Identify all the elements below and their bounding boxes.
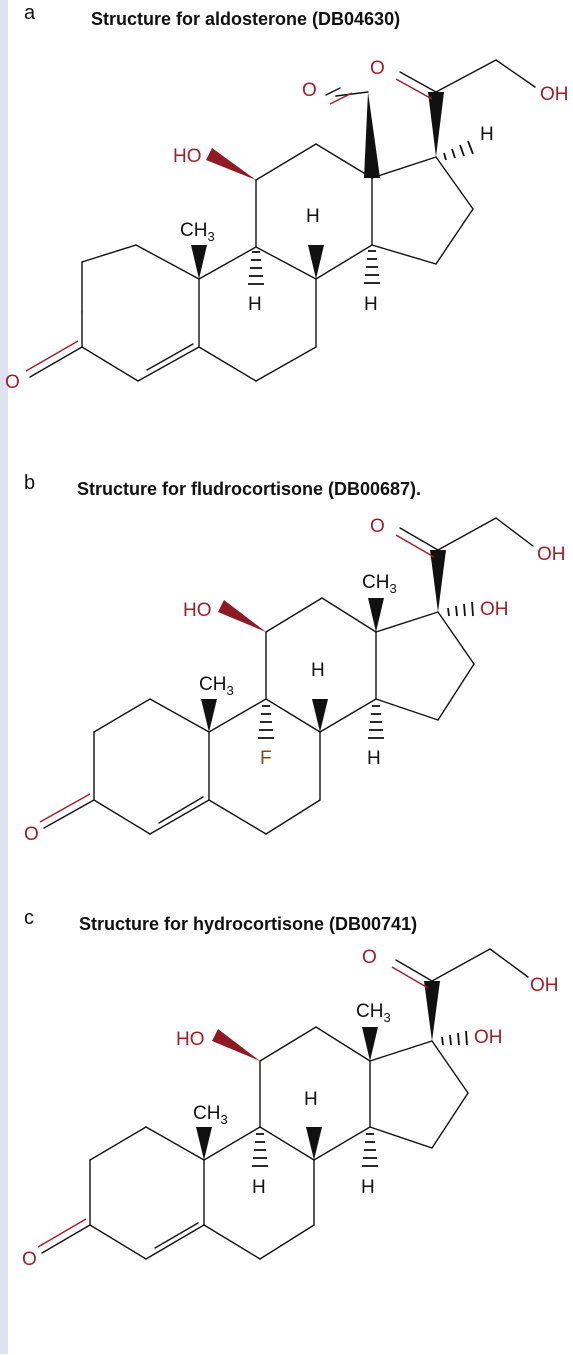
c8-hydrogen-label: H bbox=[306, 206, 320, 227]
c19-methyl-label: CH3 bbox=[180, 220, 215, 244]
c14-hydrogen-hash bbox=[368, 705, 384, 739]
c9-fluorine-label: F bbox=[260, 748, 272, 769]
c8-hydrogen-label: H bbox=[304, 1089, 318, 1110]
c18-methyl-label: CH3 bbox=[356, 1001, 391, 1025]
c19-methyl-label: CH3 bbox=[199, 674, 234, 698]
panel-letter: b bbox=[24, 472, 36, 494]
c19-methyl-wedge bbox=[196, 1127, 212, 1160]
c11-hydroxyl-label: HO bbox=[176, 1029, 205, 1050]
ring-d-bonds bbox=[371, 156, 474, 265]
c14-hydrogen-label: H bbox=[361, 1177, 375, 1198]
fludrocortisone-structure: O CH3 HO H F H CH3 O OH bbox=[24, 516, 566, 845]
panel-fludrocortisone: b Structure for fludrocortisone (DB00687… bbox=[0, 470, 573, 920]
ring-a-bonds bbox=[93, 698, 210, 835]
ring-b-bonds bbox=[198, 246, 317, 382]
c9-hydrogen-hash bbox=[252, 1133, 268, 1167]
ring-c-bonds bbox=[259, 1026, 371, 1161]
c11-hydroxyl-label: HO bbox=[173, 146, 202, 167]
c11-hydroxyl-wedge bbox=[212, 1029, 260, 1061]
c14-hydrogen-label: H bbox=[364, 294, 378, 315]
c17-hydrogen-label: H bbox=[480, 124, 494, 145]
c17-side-chain-wedge bbox=[424, 981, 440, 1041]
c20-oxygen-label: O bbox=[370, 516, 385, 537]
ring-b-bonds bbox=[203, 1126, 315, 1260]
c18-methyl-label: CH3 bbox=[362, 572, 397, 596]
c8-hydrogen-wedge bbox=[312, 699, 328, 732]
panel-aldosterone: a Structure for aldosterone (DB04630) bbox=[0, 0, 573, 450]
c21-hydroxyl-label: OH bbox=[537, 544, 566, 565]
c19-methyl-wedge bbox=[191, 245, 207, 279]
c19-methyl-wedge bbox=[201, 699, 217, 732]
c20-oxygen-label: O bbox=[370, 58, 385, 79]
c18-methyl-wedge bbox=[368, 598, 384, 632]
ring-a-bonds bbox=[81, 244, 200, 382]
c11-hydroxyl-wedge bbox=[218, 600, 266, 632]
c17-side-chain-wedge bbox=[428, 92, 444, 157]
ring-a-bonds bbox=[89, 1126, 205, 1260]
c9-hydrogen-label: H bbox=[248, 294, 262, 315]
c11-hydroxyl-wedge bbox=[206, 148, 256, 180]
c18-aldehyde-wedge bbox=[364, 92, 380, 178]
ring-d-bonds bbox=[375, 611, 475, 721]
c14-hydrogen-label: H bbox=[367, 748, 381, 769]
c17-hydroxyl-hash bbox=[447, 601, 474, 617]
ring-c-bonds bbox=[255, 143, 373, 280]
panel-letter: a bbox=[24, 2, 36, 24]
c3-carbonyl-bond bbox=[29, 346, 83, 378]
panel-title: Structure for fludrocortisone (DB00687). bbox=[77, 479, 422, 499]
c3-oxygen-label: O bbox=[24, 824, 39, 845]
c8-hydrogen-wedge bbox=[306, 1127, 322, 1160]
c8-hydrogen-label: H bbox=[311, 660, 325, 681]
c18-methyl-wedge bbox=[362, 1027, 378, 1061]
ring-c-bonds bbox=[265, 597, 377, 733]
c17-hydroxyl-hash bbox=[441, 1030, 468, 1046]
ring-d-bonds bbox=[369, 1040, 469, 1149]
panel-title: Structure for aldosterone (DB04630) bbox=[91, 9, 401, 29]
c9-hydrogen-hash bbox=[248, 251, 264, 285]
c20-oxygen-label: O bbox=[362, 947, 377, 968]
c21-hydroxyl-label: OH bbox=[530, 975, 559, 996]
c19-methyl-label: CH3 bbox=[193, 1103, 228, 1127]
aldosterone-structure: O CH3 HO H H H O bbox=[5, 58, 569, 393]
c9-fluorine-hash bbox=[258, 705, 274, 739]
c8-hydrogen-wedge bbox=[308, 245, 324, 279]
ring-b-bonds bbox=[208, 698, 321, 835]
c3-oxygen-label: O bbox=[5, 372, 20, 393]
c17-hydrogen-hash bbox=[443, 140, 474, 161]
panel-hydrocortisone: c Structure for hydrocortisone (DB00741) bbox=[0, 905, 573, 1355]
c11-hydroxyl-label: HO bbox=[183, 600, 212, 621]
c3-oxygen-label: O bbox=[22, 1249, 37, 1270]
c21-hydroxyl-label: OH bbox=[540, 84, 569, 105]
c17-hydroxyl-label: OH bbox=[474, 1027, 503, 1048]
c14-hydrogen-hash bbox=[362, 1133, 378, 1167]
c17-side-chain-wedge bbox=[430, 550, 446, 612]
left-margin-strip bbox=[0, 0, 8, 1354]
c9-hydrogen-label: H bbox=[252, 1177, 266, 1198]
c14-hydrogen-hash bbox=[364, 250, 380, 284]
c18-oxygen-label: O bbox=[302, 80, 317, 101]
c17-hydroxyl-label: OH bbox=[480, 599, 509, 620]
hydrocortisone-structure: O CH3 HO H H H CH3 O OH bbox=[22, 947, 559, 1270]
panel-title: Structure for hydrocortisone (DB00741) bbox=[79, 914, 418, 934]
panel-letter: c bbox=[24, 907, 34, 929]
